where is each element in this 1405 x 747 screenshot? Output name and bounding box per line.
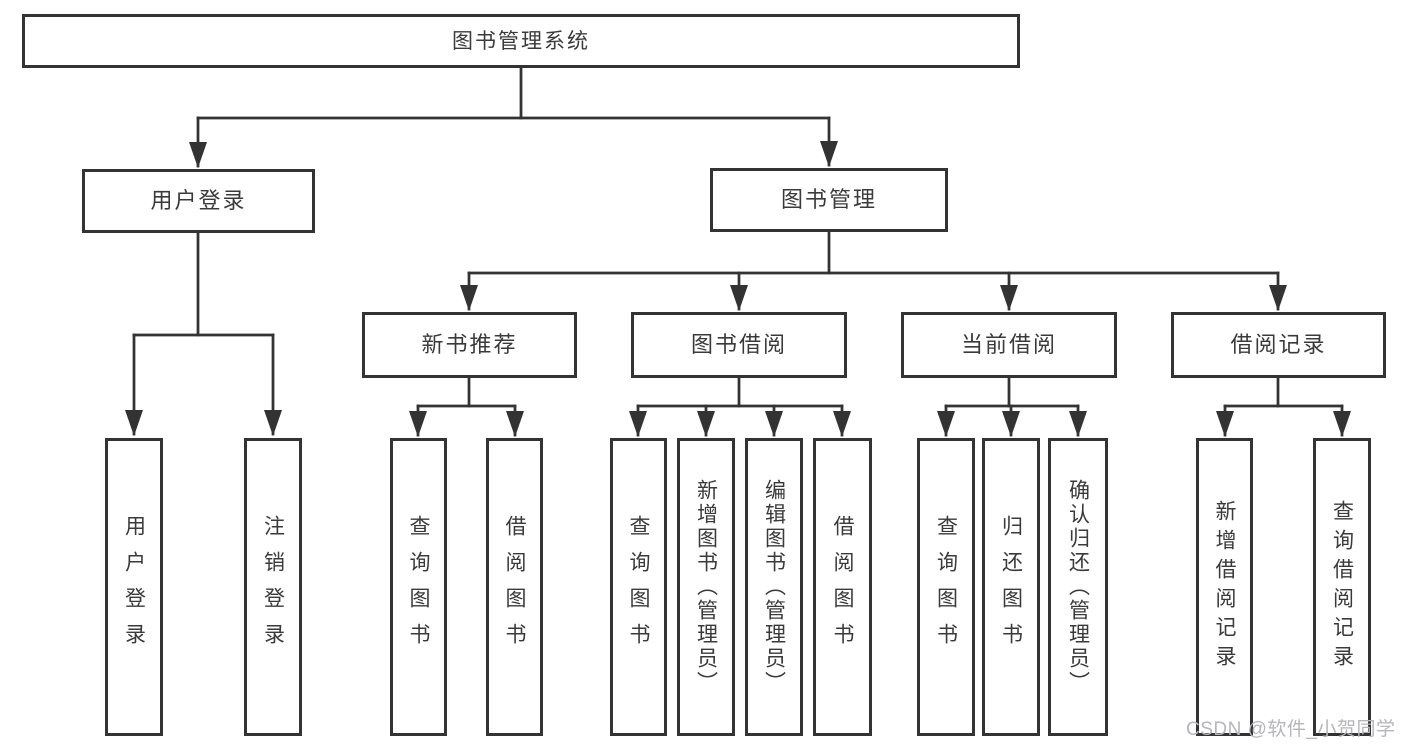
connector-user-login-to-leaves	[125, 231, 282, 436]
node-book-borrow: 图书借阅	[631, 312, 847, 378]
node-user-login-label: 用户登录	[150, 188, 247, 213]
node-book-management: 图书管理	[710, 168, 948, 232]
connector-new-book-recommend-to-leaves	[409, 376, 524, 437]
node-book-borrow-label: 图书借阅	[690, 332, 787, 357]
leaf-logout: 注销登录	[244, 438, 302, 736]
leaf-add-book-admin-label: 新增图书（管理员）	[694, 479, 718, 695]
leaf-return-book: 归还图书	[982, 438, 1040, 736]
connector-root-to-level1	[189, 66, 838, 168]
node-book-management-label: 图书管理	[780, 187, 877, 212]
csdn-watermark: CSDN @软件_小贺同学	[1186, 719, 1396, 740]
leaf-confirm-return-admin-label: 确认归还（管理员）	[1066, 479, 1090, 695]
leaf-borrow-books-recommend-label: 借阅图书	[503, 515, 526, 659]
node-root-system-label: 图书管理系统	[452, 29, 590, 53]
leaf-user-login: 用户登录	[105, 438, 163, 736]
leaf-return-book-label: 归还图书	[999, 515, 1023, 659]
leaf-borrow-books-label: 借阅图书	[831, 515, 854, 659]
leaf-add-borrow-record: 新增借阅记录	[1196, 438, 1253, 736]
leaf-add-book-admin: 新增图书（管理员）	[677, 438, 735, 736]
leaf-query-borrow-record: 查询借阅记录	[1313, 438, 1371, 736]
leaf-user-login-label: 用户登录	[122, 515, 146, 659]
leaf-query-books-current-label: 查询图书	[934, 515, 958, 659]
connector-book-management-to-level2	[460, 230, 1287, 311]
leaf-borrow-books: 借阅图书	[813, 438, 872, 736]
leaf-logout-label: 注销登录	[261, 515, 285, 659]
leaf-query-books-borrow: 查询图书	[610, 438, 667, 736]
connector-book-borrow-to-leaves	[629, 376, 851, 437]
node-current-borrow-label: 当前借阅	[960, 332, 1057, 357]
leaf-query-books-recommend-label: 查询图书	[407, 515, 430, 659]
connector-borrow-records-to-leaves	[1216, 376, 1351, 437]
node-new-book-recommend: 新书推荐	[362, 312, 577, 378]
leaf-query-books-current: 查询图书	[917, 438, 975, 736]
leaf-query-books-borrow-label: 查询图书	[627, 515, 650, 659]
leaf-edit-book-admin: 编辑图书（管理员）	[745, 438, 803, 736]
node-borrow-records: 借阅记录	[1171, 312, 1386, 378]
leaf-confirm-return-admin: 确认归还（管理员）	[1048, 438, 1108, 736]
node-user-login: 用户登录	[82, 169, 315, 233]
leaf-query-borrow-record-label: 查询借阅记录	[1330, 500, 1354, 674]
connector-current-borrow-to-leaves	[937, 376, 1087, 437]
node-root-system: 图书管理系统	[22, 14, 1020, 68]
leaf-edit-book-admin-label: 编辑图书（管理员）	[762, 479, 786, 695]
node-new-book-recommend-label: 新书推荐	[421, 332, 518, 357]
node-borrow-records-label: 借阅记录	[1230, 332, 1327, 357]
leaf-borrow-books-recommend: 借阅图书	[486, 438, 543, 736]
leaf-add-borrow-record-label: 新增借阅记录	[1213, 500, 1236, 674]
node-current-borrow: 当前借阅	[901, 312, 1117, 378]
leaf-query-books-recommend: 查询图书	[390, 438, 447, 736]
